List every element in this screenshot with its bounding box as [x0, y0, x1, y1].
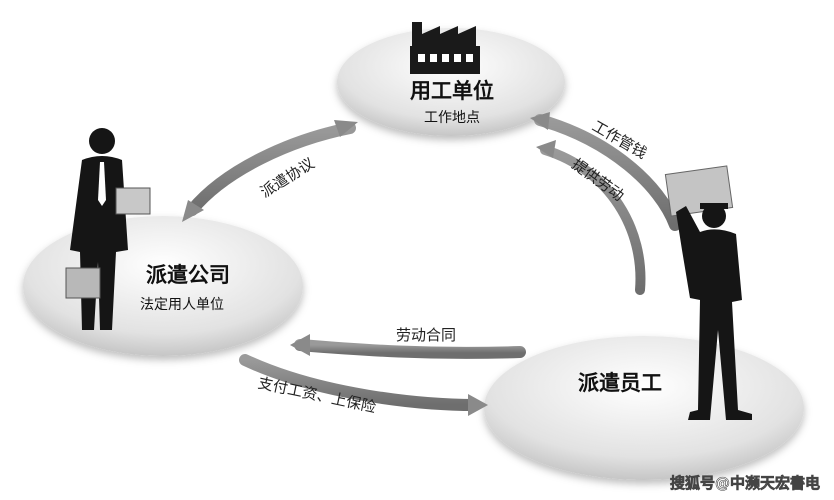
- agency-title: 派遣公司: [146, 263, 230, 287]
- arrow-work-pay: [530, 112, 681, 231]
- worker-icon: [664, 165, 752, 420]
- worker-title: 派遣员工: [578, 371, 662, 395]
- arrow-provide-labor: [536, 140, 646, 295]
- agency-subtitle: 法定用人单位: [140, 297, 224, 313]
- employer-title: 用工单位: [410, 79, 494, 103]
- businessman-icon: [65, 128, 151, 330]
- label-labor-contract: 劳动合同: [396, 326, 456, 344]
- watermark-text: 搜狐号@中濒天宏書电: [670, 474, 820, 492]
- employer-plate: [337, 28, 565, 136]
- arrow-labor-contract: [290, 334, 526, 359]
- arrow-dispatch-agreement: [182, 120, 358, 222]
- worker-plate: [484, 336, 804, 480]
- arrow-pay-insurance: [239, 354, 488, 416]
- factory-icon: [410, 22, 480, 74]
- employer-subtitle: 工作地点: [424, 110, 480, 126]
